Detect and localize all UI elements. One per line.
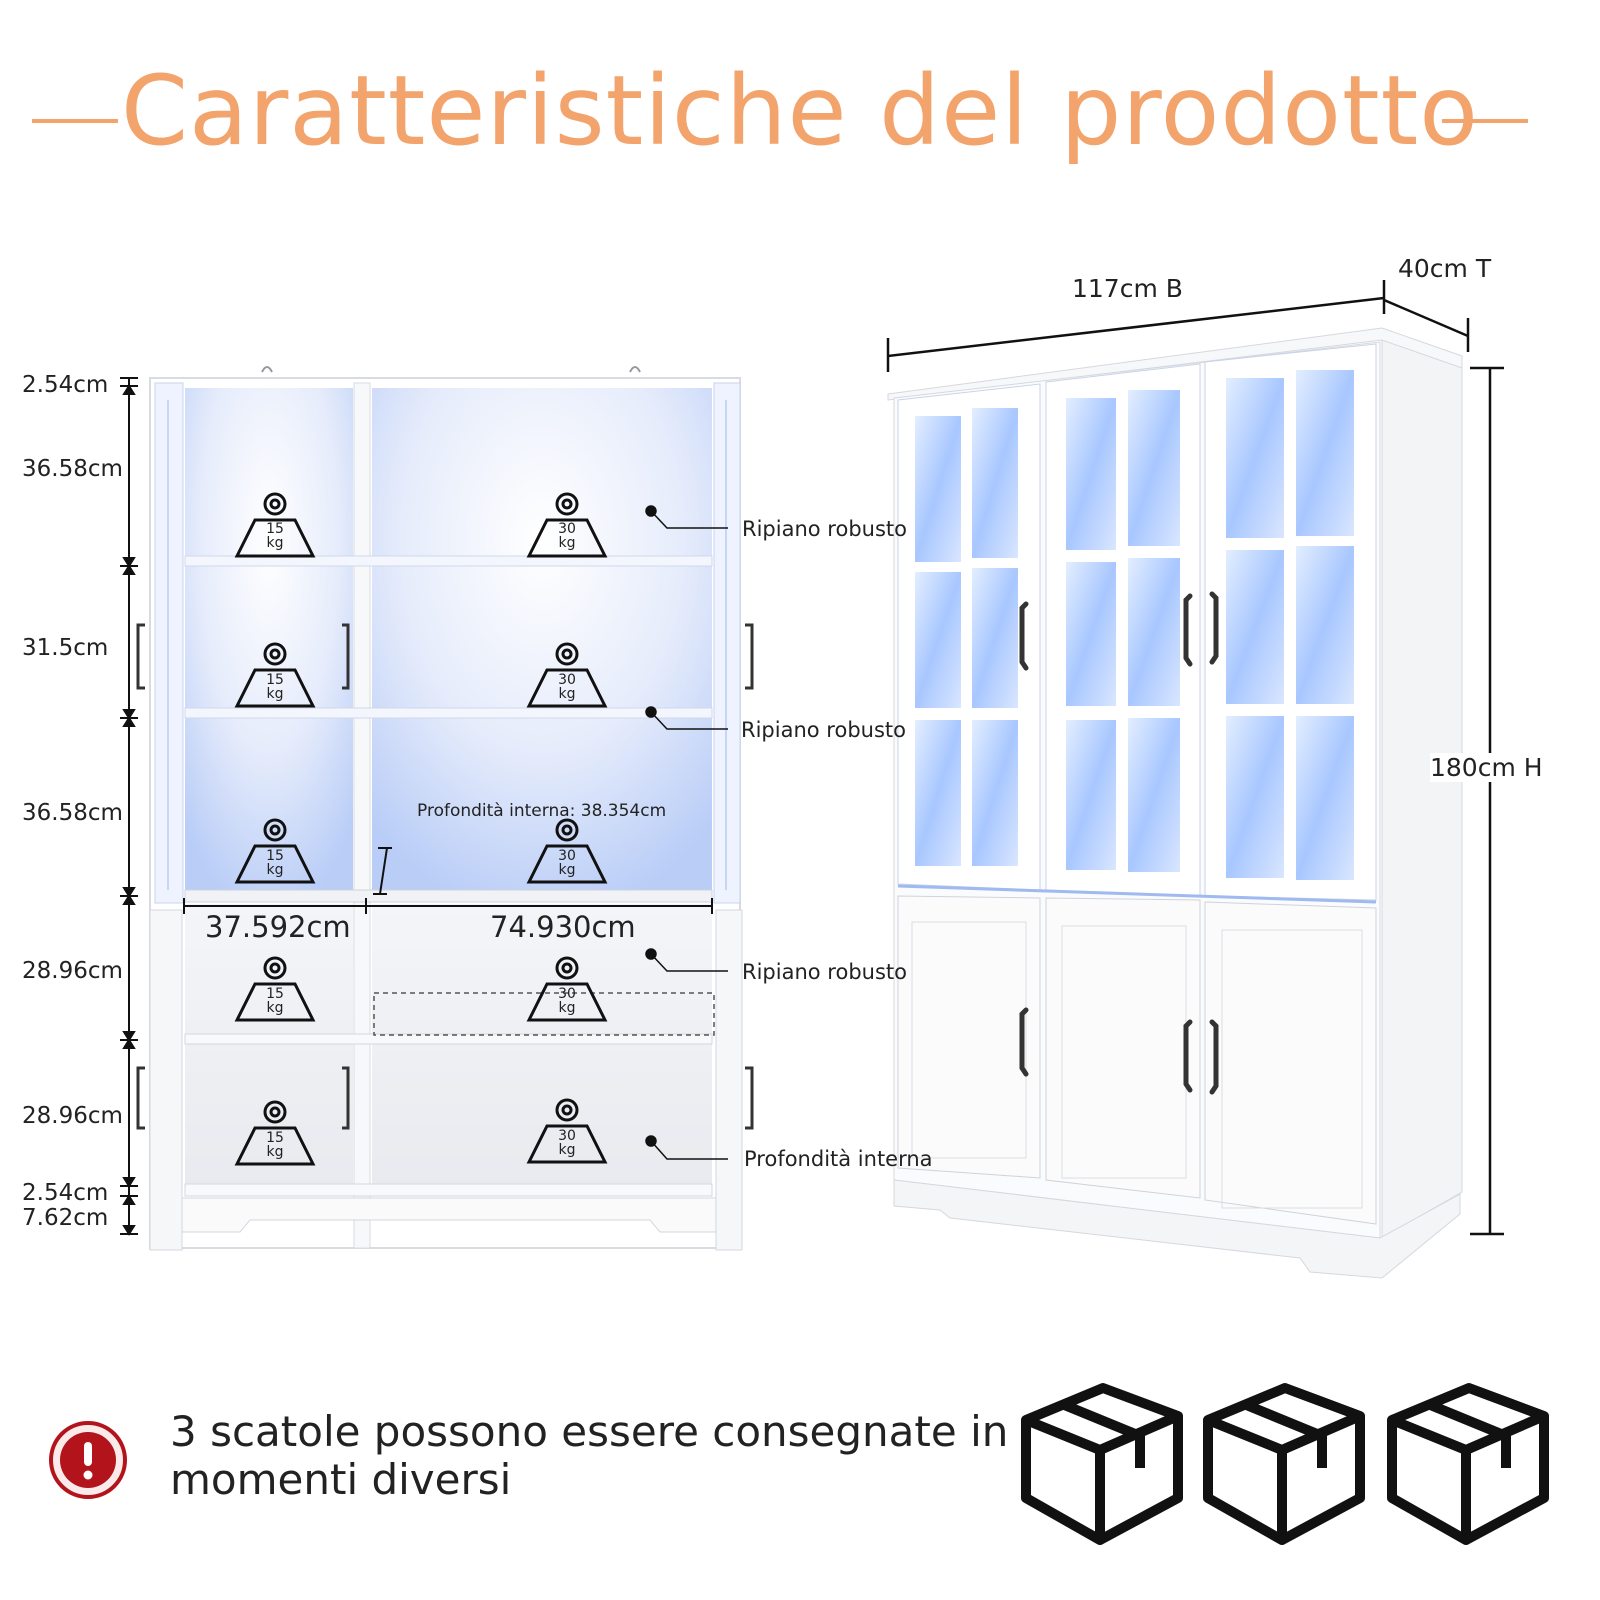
overall-depth-label: 40cm T	[1398, 254, 1492, 283]
title-rule-right	[1442, 119, 1528, 123]
overall-height-label: 180cm H	[1430, 753, 1543, 782]
exclamation-circle-icon	[49, 1421, 127, 1499]
callout-sturdy-shelf: Ripiano robusto	[741, 718, 906, 742]
dimension-label: 31.5cm	[22, 635, 109, 661]
overall-dimensions	[886, 280, 1504, 1236]
interior-width-left: 37.592cm	[205, 910, 351, 944]
interior-width-dimension	[183, 898, 713, 914]
package-box-icon	[1021, 1383, 1183, 1545]
height-dimension-ladder	[120, 377, 138, 1236]
dimension-label: 2.54cm	[22, 1180, 109, 1206]
page-title: Caratteristiche del prodotto	[120, 55, 1480, 167]
callout-inner-depth: Profondità interna	[744, 1147, 933, 1171]
inner-depth-marker	[373, 847, 392, 895]
dimension-label: 7.62cm	[22, 1205, 109, 1231]
title-rule-left	[32, 119, 118, 123]
delivery-notice: 3 scatole possono essere consegnate in m…	[170, 1407, 1009, 1504]
inner-depth-label: Profondità interna: 38.354cm	[417, 801, 667, 821]
overall-width-label: 117cm B	[1072, 274, 1183, 303]
closed-cabinet	[887, 327, 1463, 1279]
dimension-label: 36.58cm	[22, 800, 123, 826]
dimension-label: 28.96cm	[22, 1103, 123, 1129]
callout-sturdy-shelf: Ripiano robusto	[742, 517, 907, 541]
dimension-label: 28.96cm	[22, 958, 123, 984]
dimension-label: 2.54cm	[22, 372, 109, 398]
callout-leaders	[645, 505, 728, 1160]
dimension-label: 36.58cm	[22, 456, 123, 482]
package-box-icon	[1387, 1383, 1549, 1545]
callout-sturdy-shelf: Ripiano robusto	[742, 960, 907, 984]
open-cabinet	[136, 366, 754, 1251]
interior-width-right: 74.930cm	[490, 910, 636, 944]
package-box-icon	[1203, 1383, 1365, 1545]
